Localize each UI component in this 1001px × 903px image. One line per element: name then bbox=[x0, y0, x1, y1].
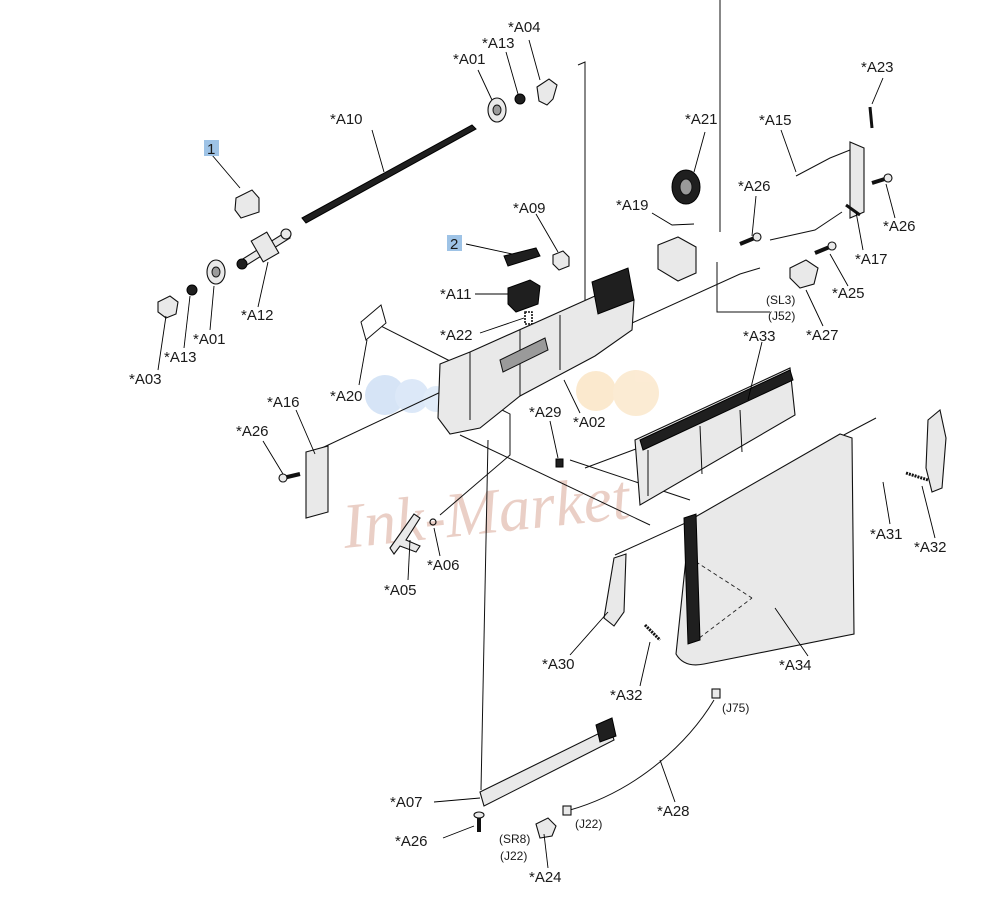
label-a31: *A31 bbox=[870, 526, 903, 543]
a27-sensor bbox=[789, 259, 819, 289]
a07-guide-rail bbox=[479, 717, 617, 807]
label-a19: *A19 bbox=[616, 197, 649, 214]
a04-bracket bbox=[536, 78, 558, 106]
label-a07: *A07 bbox=[390, 794, 423, 811]
a17-side-bracket bbox=[795, 141, 865, 219]
connector-j22-right: (J22) bbox=[575, 817, 602, 831]
label-a17: *A17 bbox=[855, 251, 888, 268]
label-a26-mid: *A26 bbox=[738, 178, 771, 195]
label-a24: *A24 bbox=[529, 869, 562, 886]
a10-shaft bbox=[301, 124, 477, 224]
connector-sl3: (SL3) bbox=[766, 293, 795, 307]
a32-right-spring bbox=[905, 471, 929, 482]
label-a04: *A04 bbox=[508, 19, 541, 36]
a03-bracket bbox=[157, 295, 179, 319]
a01-left-bushing bbox=[206, 259, 226, 285]
a33-guide-frame bbox=[634, 367, 796, 506]
a26-mid-screw bbox=[739, 232, 762, 246]
a25-screw bbox=[814, 241, 837, 255]
connector-j75: (J75) bbox=[722, 701, 749, 715]
callout-1-label: 1 bbox=[207, 141, 215, 158]
label-a32-right: *A32 bbox=[914, 539, 947, 556]
label-a06: *A06 bbox=[427, 557, 460, 574]
label-a22: *A22 bbox=[440, 327, 473, 344]
a26-left-screw bbox=[278, 472, 301, 483]
label-a01-top: *A01 bbox=[453, 51, 486, 68]
a22-spring bbox=[524, 311, 533, 325]
a06-spring bbox=[429, 518, 437, 526]
label-a03: *A03 bbox=[129, 371, 162, 388]
label-a10: *A10 bbox=[330, 111, 363, 128]
connector-sr8: (SR8) bbox=[499, 832, 530, 846]
label-a29: *A29 bbox=[529, 404, 562, 421]
callout-2-label: 2 bbox=[450, 236, 458, 253]
callout-1: 1 bbox=[204, 140, 219, 158]
a34-tray-door bbox=[675, 433, 855, 666]
leader-lines bbox=[157, 39, 936, 869]
label-a02: *A02 bbox=[573, 414, 606, 431]
a20-sheet bbox=[360, 304, 387, 341]
callout-2: 2 bbox=[447, 235, 462, 253]
a19-plate bbox=[657, 236, 697, 282]
a24-sensor bbox=[535, 817, 557, 839]
label-a26-bottom: *A26 bbox=[395, 833, 428, 850]
a30-hinge-arm bbox=[603, 553, 627, 627]
parts bbox=[157, 78, 947, 839]
a26-bottom-screw bbox=[473, 811, 485, 832]
part-labels: *A04 *A13 *A01 *A10 *A21 *A15 *A23 *A26 … bbox=[129, 19, 947, 886]
a12-roller-assembly bbox=[236, 228, 292, 270]
label-a15: *A15 bbox=[759, 112, 792, 129]
label-a12: *A12 bbox=[241, 307, 274, 324]
assembly-guide-lines bbox=[306, 0, 877, 791]
a28-cable bbox=[562, 688, 721, 816]
label-a30: *A30 bbox=[542, 656, 575, 673]
label-a20: *A20 bbox=[330, 388, 363, 405]
label-a34: *A34 bbox=[779, 657, 812, 674]
label-a13-left: *A13 bbox=[164, 349, 197, 366]
label-a27: *A27 bbox=[806, 327, 839, 344]
a23-pin bbox=[868, 106, 874, 129]
separation-pad bbox=[503, 247, 541, 267]
label-a26-right: *A26 bbox=[883, 218, 916, 235]
label-a11: *A11 bbox=[440, 286, 471, 303]
label-a16: *A16 bbox=[267, 394, 300, 411]
a31-hinge-arm bbox=[925, 408, 947, 493]
a29-part bbox=[555, 458, 564, 468]
a13-left-ring bbox=[186, 284, 198, 296]
a09-cube bbox=[552, 250, 570, 271]
label-a25: *A25 bbox=[832, 285, 865, 302]
a32-lower-spring bbox=[643, 623, 662, 642]
a05-lever bbox=[389, 513, 421, 555]
a26-right-screw bbox=[871, 173, 893, 185]
connector-labels: (SL3) (J52) (J75) (J22) (SR8) (J22) bbox=[499, 293, 795, 863]
a01-top-bushing bbox=[487, 97, 507, 123]
label-a28: *A28 bbox=[657, 803, 690, 820]
label-a23: *A23 bbox=[861, 59, 894, 76]
a02-main-frame bbox=[437, 267, 635, 435]
label-a13-top: *A13 bbox=[482, 35, 515, 52]
label-a21: *A21 bbox=[685, 111, 718, 128]
connector-j22-bottom: (J22) bbox=[500, 849, 527, 863]
a16-left-bracket bbox=[305, 445, 329, 519]
label-a26-left: *A26 bbox=[236, 423, 269, 440]
label-a09: *A09 bbox=[513, 200, 546, 217]
label-a05: *A05 bbox=[384, 582, 417, 599]
label-a32-lower: *A32 bbox=[610, 687, 643, 704]
label-a33: *A33 bbox=[743, 328, 776, 345]
a21-gear bbox=[671, 169, 701, 205]
connector-j52: (J52) bbox=[768, 309, 795, 323]
a13-top-ring bbox=[514, 93, 526, 105]
pickup-roller bbox=[234, 189, 260, 219]
label-a01-left: *A01 bbox=[193, 331, 226, 348]
a11-holder bbox=[507, 279, 541, 313]
